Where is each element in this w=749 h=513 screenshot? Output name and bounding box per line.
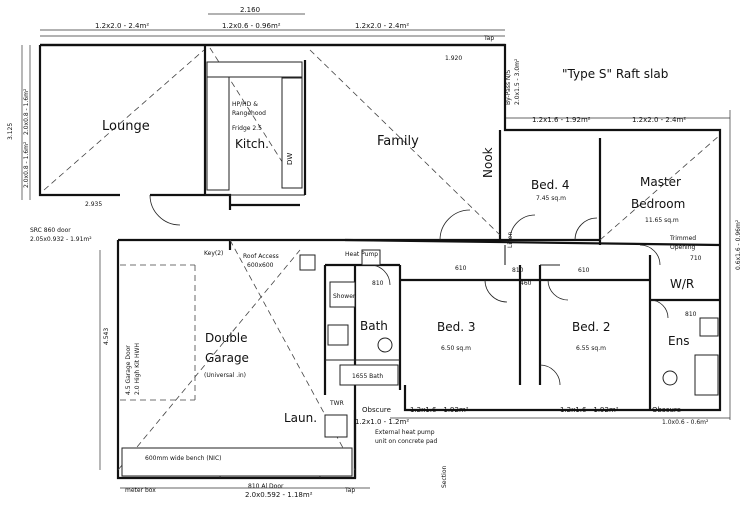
kitchen-bench-top	[206, 61, 303, 78]
room-label-bed2: Bed. 2	[572, 320, 611, 334]
room-label-master-2: Bedroom	[631, 197, 685, 211]
note-dishwasher: DW	[286, 153, 294, 165]
note-tap-top: Tap	[483, 35, 494, 42]
window-label-left-2: 2.0x0.8 - 1.6m²	[23, 141, 30, 188]
roof-access	[299, 254, 316, 271]
note-meter-box: meter box	[125, 487, 156, 494]
window-label-nook: 1.2x1.6 - 1.92m²	[532, 116, 591, 124]
laundry-tub	[324, 414, 348, 438]
window-label-bottom-5: 1.0x0.6 - 0.6m²	[662, 419, 709, 426]
window-label-bypass-size: 2.0x1.5 - 3.0m²	[514, 58, 521, 105]
note-src-door-size: 2.05x0.932 - 1.91m²	[30, 236, 92, 243]
dim-3125: 3.125	[7, 123, 14, 140]
window-label-bottom-4: Obscure	[652, 406, 681, 414]
window-label-top-3: 1.2x2.0 - 2.4m²	[355, 22, 409, 30]
note-rangehood: Rangehood	[232, 110, 266, 117]
window-label-bottom-3: 1.2x1.6 - 1.92m²	[560, 406, 619, 414]
note-shower: Shower	[333, 293, 356, 300]
kitchen-bench	[206, 61, 230, 191]
room-label-bed4: Bed. 4	[531, 178, 570, 192]
note-laundry-door: 810 Al Door	[248, 483, 284, 490]
dimension-lines	[21, 13, 731, 489]
dim-810-b: 810	[372, 280, 384, 287]
kitchen-island	[281, 77, 303, 189]
note-bench: 600mm wide bench (NIC)	[145, 455, 221, 462]
dim-810-c: 810	[685, 311, 697, 318]
window-label-bottom-1: Obscure	[362, 406, 391, 414]
room-area-bed4: 7.45 sq.m	[536, 195, 566, 202]
room-area-master: 11.65 sq.m	[645, 217, 679, 224]
room-label-master-1: Master	[640, 175, 681, 189]
window-label-right: 0.6x1.6 - 0.96m²	[735, 219, 742, 270]
dim-610-a: 610	[455, 265, 467, 272]
note-heat-pump: Heat Pump	[345, 251, 378, 258]
window-label-top-1: 1.2x2.0 - 2.4m²	[95, 22, 149, 30]
dim-4543: 4.543	[103, 328, 110, 345]
room-label-wr: W/R	[670, 277, 694, 291]
note-bath-size: 1655 Bath	[352, 373, 383, 380]
note-hotplate: HP/HD &	[232, 101, 258, 108]
bath-tub	[339, 364, 399, 386]
note-keyed: Key(2)	[204, 250, 223, 257]
window-label-bottom-2: 1.2x1.6 - 1.92m²	[410, 406, 469, 414]
interior-walls	[118, 45, 721, 478]
window-label-master: 1.2x2.0 - 2.4m²	[632, 116, 686, 124]
ensuite-shower	[694, 354, 719, 396]
window-label-bottom-6: 1.2x1.0 - 1.2m²	[355, 418, 409, 426]
shower	[329, 281, 356, 308]
note-garage-door: 4.5 Garage Door	[125, 345, 132, 395]
window-label-bypass: By-Pass N/S	[505, 70, 512, 105]
room-label-laundry: Laun.	[284, 411, 317, 425]
dim-810-a: 810	[512, 267, 524, 274]
dim-460: 460	[520, 280, 532, 287]
note-section: Section	[441, 466, 448, 488]
room-area-bed2: 6.55 sq.m	[576, 345, 606, 352]
note-trimmed: Trimmed	[669, 235, 696, 242]
garage-bench	[121, 447, 353, 477]
dim-610-b: 610	[578, 267, 590, 274]
note-roof-access-size: 600x600	[247, 262, 274, 269]
room-label-ensuite: Ens	[668, 334, 689, 348]
window-label-left-1: 2.0x0.8 - 1.6m²	[23, 88, 30, 135]
room-label-lounge: Lounge	[102, 119, 150, 134]
toilet-bath	[377, 337, 393, 353]
heat-pump	[361, 249, 381, 266]
window-label-garage-door: 2.0x0.592 - 1.18m²	[245, 491, 313, 499]
note-external-heat-pump-2: unit on concrete pad	[375, 438, 437, 445]
ensuite-vanity	[699, 317, 719, 337]
room-label-garage-2: Garage	[205, 351, 249, 365]
room-label-bath: Bath	[360, 319, 388, 333]
note-opening: Opening	[670, 244, 695, 251]
window-label-top-2: 1.2x0.6 - 0.96m²	[222, 22, 281, 30]
note-fridge: Fridge 2.5	[232, 125, 262, 132]
dim-2935: 2.935	[85, 201, 102, 208]
vanity	[327, 324, 349, 346]
dim-710-a: 710	[690, 255, 702, 262]
note-garage-door-2: 2.0 High Kit HWH	[134, 343, 141, 395]
room-label-garage-1: Double	[205, 331, 248, 345]
note-twr: TWR	[329, 400, 344, 407]
room-label-family: Family	[377, 134, 419, 149]
note-roof-access: Roof Access	[243, 253, 279, 260]
note-tap-bottom: Tap	[344, 487, 355, 494]
room-label-bed3: Bed. 3	[437, 320, 476, 334]
room-label-kitchen: Kitch.	[235, 137, 269, 151]
garage-note: (Universal .in)	[204, 372, 246, 379]
dim-1920: 1.920	[445, 55, 462, 62]
note-linen: Linen	[507, 231, 514, 248]
note-external-heat-pump: External heat pump	[375, 429, 435, 436]
room-area-bed3: 6.50 sq.m	[441, 345, 471, 352]
fixtures	[121, 61, 719, 477]
dimension-top: 2.160	[240, 6, 260, 14]
room-label-nook: Nook	[481, 147, 495, 178]
toilet-ensuite	[662, 370, 678, 386]
note-src-door: SRC 860 door	[30, 227, 71, 234]
plan-title: "Type S" Raft slab	[562, 67, 668, 81]
